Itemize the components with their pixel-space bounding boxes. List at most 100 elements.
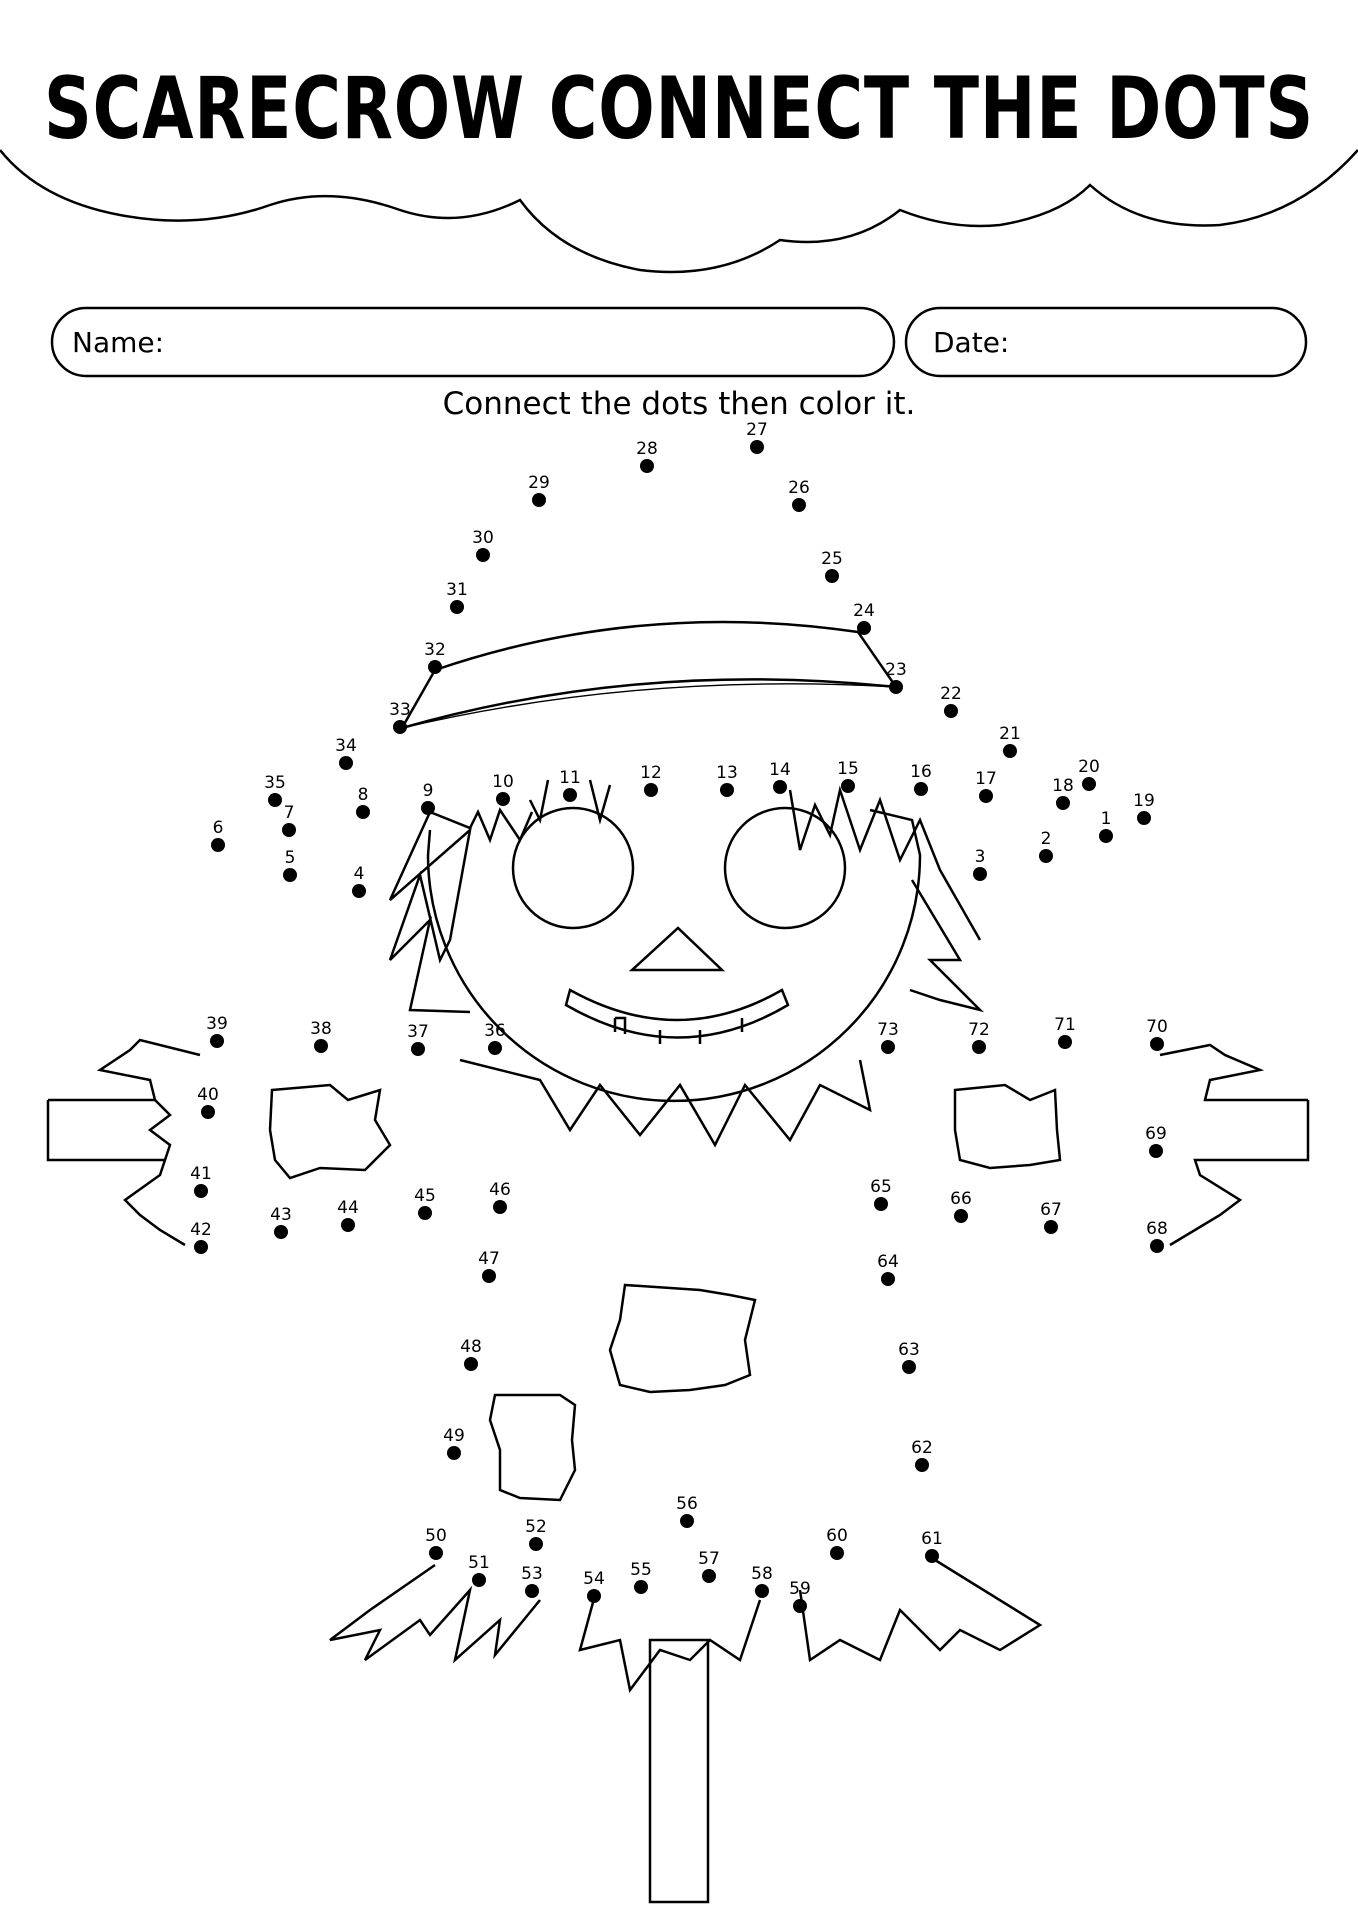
dot-label-27: 27: [746, 420, 768, 440]
dot-28: [640, 459, 654, 473]
dot-label-67: 67: [1040, 1200, 1062, 1220]
dot-55: [634, 1580, 648, 1594]
patch-right: [953, 1083, 1062, 1170]
dot-label-61: 61: [921, 1529, 943, 1549]
dot-label-9: 9: [423, 781, 434, 801]
dot-1: [1099, 829, 1113, 843]
dot-label-45: 45: [414, 1186, 436, 1206]
dot-label-42: 42: [190, 1220, 212, 1240]
date-field[interactable]: Date:: [904, 306, 1308, 378]
dot-label-5: 5: [285, 848, 296, 868]
dot-label-59: 59: [789, 1579, 811, 1599]
dot-label-19: 19: [1133, 791, 1155, 811]
dot-44: [341, 1218, 355, 1232]
dot-39: [210, 1034, 224, 1048]
dot-label-37: 37: [407, 1022, 429, 1042]
dot-label-8: 8: [358, 785, 369, 805]
dot-33: [393, 720, 407, 734]
dot-label-54: 54: [583, 1569, 605, 1589]
dot-label-35: 35: [264, 773, 286, 793]
dot-13: [720, 783, 734, 797]
dot-12: [644, 783, 658, 797]
dot-69: [1149, 1144, 1163, 1158]
dot-61: [925, 1549, 939, 1563]
name-label: Name:: [72, 326, 164, 359]
dot-30: [476, 548, 490, 562]
dot-label-12: 12: [640, 763, 662, 783]
dot-19: [1137, 811, 1151, 825]
dot-56: [680, 1514, 694, 1528]
dot-71: [1058, 1035, 1072, 1049]
dot-label-36: 36: [484, 1021, 506, 1041]
dot-label-28: 28: [636, 439, 658, 459]
dot-label-47: 47: [478, 1249, 500, 1269]
dot-18: [1056, 796, 1070, 810]
dot-label-70: 70: [1146, 1017, 1168, 1037]
right-eye: [723, 806, 847, 930]
dot-label-39: 39: [206, 1014, 228, 1034]
dot-23: [889, 680, 903, 694]
instruction-text: Connect the dots then color it.: [443, 386, 916, 422]
dot-label-32: 32: [424, 640, 446, 660]
dot-11: [563, 788, 577, 802]
dot-label-20: 20: [1078, 757, 1100, 777]
name-field[interactable]: Name:: [50, 306, 896, 378]
dot-7: [282, 823, 296, 837]
dot-41: [194, 1184, 208, 1198]
dot-52: [529, 1537, 543, 1551]
dot-64: [881, 1272, 895, 1286]
dot-label-14: 14: [769, 760, 791, 780]
dot-68: [1150, 1239, 1164, 1253]
dot-label-56: 56: [676, 1494, 698, 1514]
dot-2: [1039, 849, 1053, 863]
dot-24: [857, 621, 871, 635]
dot-label-2: 2: [1041, 829, 1052, 849]
dot-50: [429, 1546, 443, 1560]
dot-label-48: 48: [460, 1337, 482, 1357]
dot-label-41: 41: [190, 1164, 212, 1184]
dot-16: [914, 782, 928, 796]
dot-21: [1003, 744, 1017, 758]
dot-8: [356, 805, 370, 819]
dot-59: [793, 1599, 807, 1613]
dot-66: [954, 1209, 968, 1223]
dot-label-24: 24: [853, 601, 875, 621]
dot-9: [421, 801, 435, 815]
dot-22: [944, 704, 958, 718]
dot-label-63: 63: [898, 1340, 920, 1360]
dot-label-72: 72: [968, 1020, 990, 1040]
dot-label-40: 40: [197, 1085, 219, 1105]
dot-43: [274, 1225, 288, 1239]
cloud-banner: [0, 149, 1358, 274]
dot-label-4: 4: [354, 864, 365, 884]
dot-45: [418, 1206, 432, 1220]
dot-label-71: 71: [1054, 1015, 1076, 1035]
dot-label-43: 43: [270, 1205, 292, 1225]
scarecrow-drawing: [46, 620, 1310, 1904]
dot-10: [496, 792, 510, 806]
dot-label-25: 25: [821, 549, 843, 569]
dot-4: [352, 884, 366, 898]
dot-34: [339, 756, 353, 770]
dot-label-34: 34: [335, 736, 357, 756]
straw-skirt: [329, 1558, 1043, 1693]
dot-67: [1044, 1220, 1058, 1234]
dot-17: [979, 789, 993, 803]
dot-label-6: 6: [213, 818, 224, 838]
dot-5: [283, 868, 297, 882]
dot-label-30: 30: [472, 528, 494, 548]
dot-label-21: 21: [999, 724, 1021, 744]
dot-38: [314, 1039, 328, 1053]
dot-label-17: 17: [975, 769, 997, 789]
dot-label-7: 7: [284, 803, 295, 823]
dot-label-16: 16: [910, 762, 932, 782]
dot-25: [825, 569, 839, 583]
dot-48: [464, 1357, 478, 1371]
dot-31: [450, 600, 464, 614]
dot-70: [1150, 1037, 1164, 1051]
dot-label-44: 44: [337, 1198, 359, 1218]
dot-62: [915, 1458, 929, 1472]
head-outline: [426, 808, 922, 1103]
dot-label-68: 68: [1146, 1219, 1168, 1239]
